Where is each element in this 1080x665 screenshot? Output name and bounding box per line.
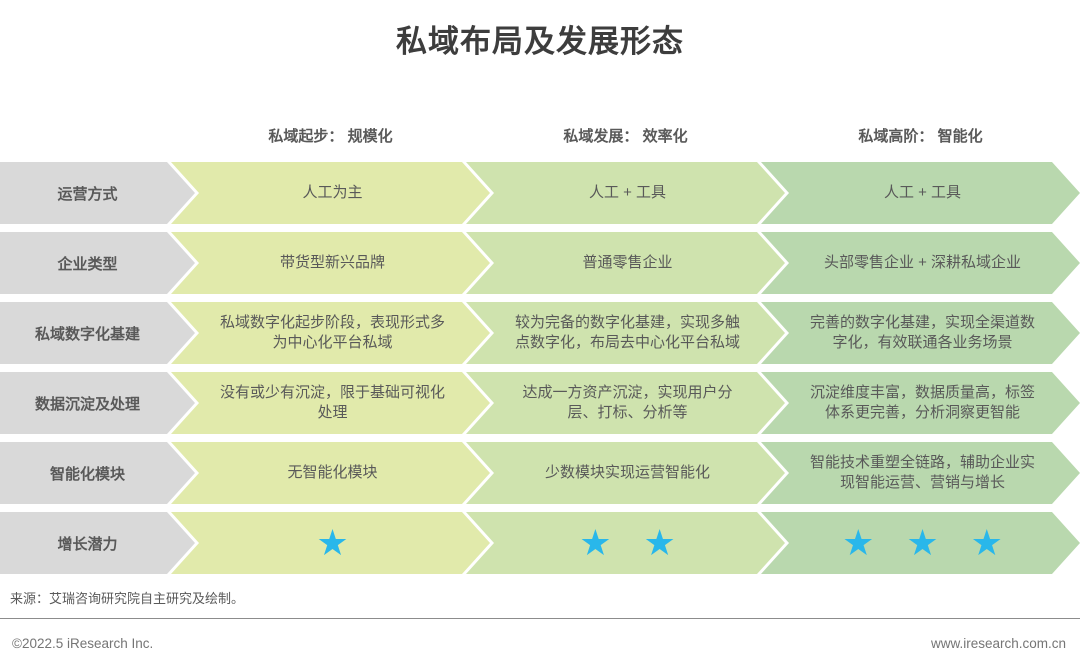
row-label: 数据沉淀及处理 <box>0 372 195 434</box>
table-row: 智能化模块无智能化模块少数模块实现运营智能化智能技术重塑全链路，辅助企业实现智能… <box>0 442 1080 504</box>
table-cell: 少数模块实现运营智能化 <box>466 442 785 504</box>
star-icon: ★ <box>316 522 349 563</box>
table-cell: 达成一方资产沉淀，实现用户分层、打标、分析等 <box>466 372 785 434</box>
table-row: 运营方式人工为主人工 + 工具人工 + 工具 <box>0 162 1080 224</box>
table-row: 增长潜力★★★★★★ <box>0 512 1080 574</box>
copyright-text: ©2022.5 iResearch Inc. <box>12 636 154 651</box>
table-cell: 私域数字化起步阶段，表现形式多为中心化平台私域 <box>171 302 490 364</box>
star-icon: ★ <box>643 522 676 563</box>
table-row: 私域数字化基建私域数字化起步阶段，表现形式多为中心化平台私域较为完备的数字化基建… <box>0 302 1080 364</box>
row-label: 增长潜力 <box>0 512 195 574</box>
comparison-table: 运营方式人工为主人工 + 工具人工 + 工具企业类型带货型新兴品牌普通零售企业头… <box>0 162 1080 574</box>
row-label: 私域数字化基建 <box>0 302 195 364</box>
table-cell: 智能技术重塑全链路，辅助企业实现智能运营、营销与增长 <box>761 442 1080 504</box>
star-icon: ★ <box>842 522 875 563</box>
column-header-stage3: 私域高阶： 智能化 <box>858 128 983 145</box>
table-row: 企业类型带货型新兴品牌普通零售企业头部零售企业 + 深耕私域企业 <box>0 232 1080 294</box>
table-row: 数据沉淀及处理没有或少有沉淀，限于基础可视化处理达成一方资产沉淀，实现用户分层、… <box>0 372 1080 434</box>
star-icon: ★ <box>906 522 939 563</box>
source-note: 来源：艾瑞咨询研究院自主研究及绘制。 <box>10 591 245 606</box>
row-label: 企业类型 <box>0 232 195 294</box>
table-cell: 带货型新兴品牌 <box>171 232 490 294</box>
footer-divider <box>0 618 1080 619</box>
table-cell: 沉淀维度丰富，数据质量高，标签体系更完善，分析洞察更智能 <box>761 372 1080 434</box>
footer-bar: ©2022.5 iResearch Inc. www.iresearch.com… <box>0 627 1080 651</box>
star-icon: ★ <box>579 522 612 563</box>
row-label: 运营方式 <box>0 162 195 224</box>
table-cell: 较为完备的数字化基建，实现多触点数字化，布局去中心化平台私域 <box>466 302 785 364</box>
column-header-stage2: 私域发展： 效率化 <box>563 128 688 145</box>
star-icon: ★ <box>970 522 1003 563</box>
table-cell: 普通零售企业 <box>466 232 785 294</box>
table-cell: 人工 + 工具 <box>761 162 1080 224</box>
table-cell: ★ <box>171 512 490 574</box>
table-cell: ★ ★ ★ <box>761 512 1080 574</box>
table-cell: 没有或少有沉淀，限于基础可视化处理 <box>171 372 490 434</box>
table-cell: 人工为主 <box>171 162 490 224</box>
website-text: www.iresearch.com.cn <box>930 636 1066 651</box>
column-header-stage1: 私域起步： 规模化 <box>268 128 393 145</box>
table-cell: 人工 + 工具 <box>466 162 785 224</box>
infographic-page: 私域布局及发展形态 私域起步： 规模化 私域发展： 效率化 私域高阶： 智能化 … <box>0 16 1080 665</box>
table-cell: 无智能化模块 <box>171 442 490 504</box>
page-title: 私域布局及发展形态 <box>396 24 684 59</box>
table-cell: 完善的数字化基建，实现全渠道数字化，有效联通各业务场景 <box>761 302 1080 364</box>
row-label: 智能化模块 <box>0 442 195 504</box>
header-spacer <box>0 125 195 146</box>
column-headers: 私域起步： 规模化 私域发展： 效率化 私域高阶： 智能化 <box>0 125 1080 146</box>
table-cell: ★★ <box>466 512 785 574</box>
table-cell: 头部零售企业 + 深耕私域企业 <box>761 232 1080 294</box>
